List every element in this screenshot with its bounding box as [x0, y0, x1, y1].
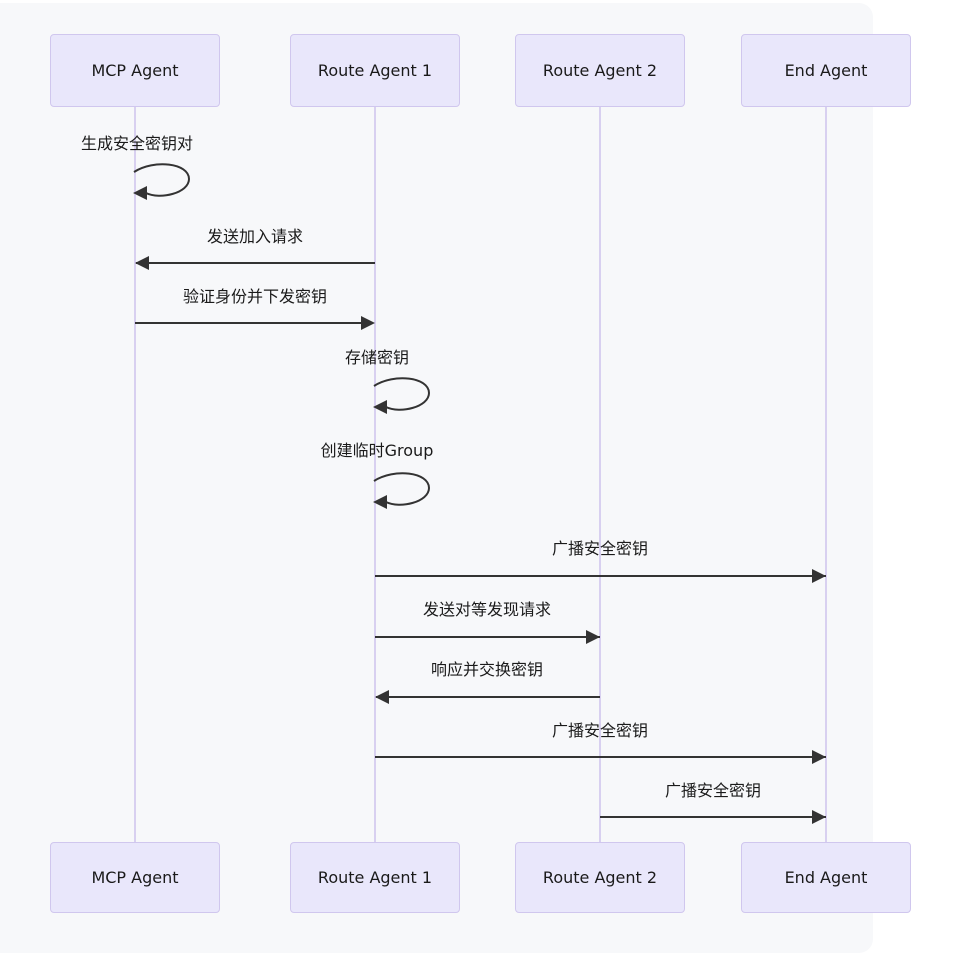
arrowhead-right-icon [586, 630, 600, 644]
lifeline-end [825, 107, 827, 842]
lifeline-route1 [374, 107, 376, 842]
actor-label: End Agent [784, 868, 868, 887]
self-loop-arrow-icon [133, 163, 191, 200]
lifeline-mcp [134, 107, 136, 842]
message-arrow-line [376, 696, 600, 698]
message-label: 生成安全密钥对 [80, 134, 194, 153]
actor-label: Route Agent 1 [317, 61, 433, 80]
lifeline-route2 [599, 107, 601, 842]
actor-top-route-agent-1: Route Agent 1 [290, 34, 460, 107]
actor-label: Route Agent 2 [542, 61, 658, 80]
actor-bottom-route-agent-1: Route Agent 1 [290, 842, 460, 913]
arrowhead-right-icon [361, 316, 375, 330]
arrowhead-left-icon [135, 256, 149, 270]
actor-bottom-mcp-agent: MCP Agent [50, 842, 220, 913]
self-loop-arrow-icon [373, 377, 431, 414]
message-label: 验证身份并下发密钥 [182, 287, 328, 306]
message-label: 广播安全密钥 [664, 781, 762, 800]
message-arrow-line [375, 756, 826, 758]
message-arrow-line [375, 636, 600, 638]
arrowhead-right-icon [812, 569, 826, 583]
arrowhead-left-icon [375, 690, 389, 704]
message-label: 广播安全密钥 [551, 539, 649, 558]
message-label: 存储密钥 [344, 348, 410, 367]
self-loop-arrow-icon [373, 472, 431, 509]
actor-label: MCP Agent [91, 61, 179, 80]
message-label: 响应并交换密钥 [430, 660, 544, 679]
diagram-panel [0, 3, 873, 953]
message-label: 发送加入请求 [206, 227, 304, 246]
actor-top-end-agent: End Agent [741, 34, 911, 107]
actor-label: End Agent [784, 61, 868, 80]
actor-top-route-agent-2: Route Agent 2 [515, 34, 685, 107]
actor-label: Route Agent 2 [542, 868, 658, 887]
arrowhead-right-icon [812, 750, 826, 764]
message-label: 发送对等发现请求 [422, 600, 552, 619]
message-arrow-line [135, 322, 361, 324]
actor-top-mcp-agent: MCP Agent [50, 34, 220, 107]
message-arrow-line [136, 262, 375, 264]
actor-bottom-end-agent: End Agent [741, 842, 911, 913]
message-arrow-line [375, 575, 826, 577]
message-label: 广播安全密钥 [551, 721, 649, 740]
actor-label: Route Agent 1 [317, 868, 433, 887]
message-arrow-line [600, 816, 826, 818]
actor-label: MCP Agent [91, 868, 179, 887]
arrowhead-right-icon [812, 810, 826, 824]
actor-bottom-route-agent-2: Route Agent 2 [515, 842, 685, 913]
message-label: 创建临时Group [320, 441, 434, 460]
